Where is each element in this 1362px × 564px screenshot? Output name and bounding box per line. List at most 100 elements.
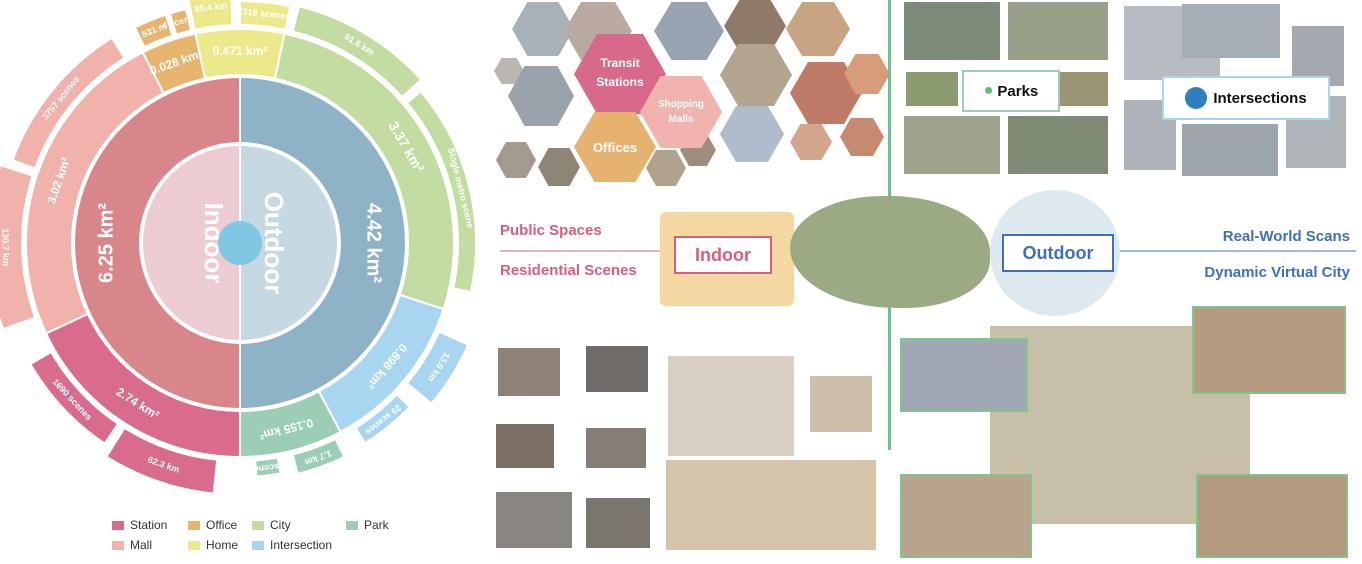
legend-item-mall: Mall [112, 538, 152, 552]
hex-photo [844, 54, 890, 94]
ring1-outdoor [239, 75, 407, 411]
floorplan-scan [498, 348, 560, 396]
legend-item-home: Home [188, 538, 238, 552]
floorplan-scan [496, 424, 554, 468]
legend-label-city: City [270, 518, 291, 532]
ring3-office-5 [168, 7, 193, 36]
hex-offices [574, 112, 656, 182]
street-view [900, 474, 1032, 558]
ring3-home-6 [187, 0, 234, 31]
legend-label-station: Station [130, 518, 168, 532]
room-render [666, 460, 876, 550]
legend-label-intersection: Intersection [270, 538, 333, 552]
floorplan-scan [496, 492, 572, 548]
real-world-scans-label: Real-World Scans [1222, 228, 1350, 245]
ring2-park [239, 389, 342, 459]
ring2-home-label: 0.471 km² [213, 44, 268, 58]
indoor-hex-collage: Transit Stations Shopping Malls Offices [494, 0, 890, 190]
intersection-photo [1182, 4, 1280, 58]
legend-label-park: Park [364, 518, 389, 532]
outdoor-label-box: Outdoor [1002, 234, 1114, 272]
park-photo [904, 116, 1000, 174]
ring1-indoor-label: 6.25 km² [95, 203, 117, 283]
ring-indoor-outdoor: 6.25 km² 4.42 km² [73, 75, 407, 411]
hex-photo [654, 2, 724, 60]
ring3-mall-2 [0, 163, 37, 331]
room-render [668, 356, 794, 456]
legend-swatch-park [346, 520, 358, 530]
legend-swatch-home [188, 540, 200, 550]
hex-photo [538, 148, 580, 186]
outdoor-label: Outdoor [1022, 242, 1094, 263]
park-icon: ● [983, 82, 994, 99]
hex-photo [646, 150, 686, 186]
ring3-intersection-10 [405, 330, 470, 406]
legend-label-mall: Mall [130, 538, 153, 552]
road-icon [1185, 87, 1208, 109]
legend-item-intersection: Intersection [252, 538, 332, 552]
legend-swatch-mall [112, 540, 124, 550]
indoor-connector-line [500, 250, 800, 252]
dynamic-virtual-city-label: Dynamic Virtual City [1204, 264, 1350, 281]
hex-photo [790, 124, 832, 160]
park-photo [1008, 2, 1108, 60]
center-outdoor-label: Outdoor [259, 192, 289, 295]
legend-label-office: Office [206, 518, 238, 532]
ring3-mall-label-2: 130.7 km [0, 228, 11, 266]
parks-label: Parks [997, 82, 1039, 100]
park-photo [906, 72, 958, 106]
street-view [1196, 474, 1348, 558]
floorplan-scan [586, 346, 648, 392]
center-indoor [141, 143, 241, 343]
hex-shopping-malls-label: Shopping Malls [657, 99, 705, 125]
legend-swatch-station [112, 520, 124, 530]
intersection-photo [1182, 124, 1278, 176]
hex-photo [720, 106, 784, 162]
street-view [1192, 306, 1346, 394]
ring3-home-7 [239, 0, 292, 31]
residential-scans-panel [490, 340, 880, 556]
floorplan-scan [586, 428, 646, 468]
ring3-station-0 [105, 426, 219, 495]
legend-item-park: Park [346, 518, 389, 532]
hex-photo [720, 44, 792, 106]
outdoor-connector-line [1110, 250, 1356, 252]
indoor-label-box: Indoor [674, 236, 772, 274]
ring3-home-label-6: 85.4 km [194, 0, 228, 14]
residential-scenes-label: Residential Scenes [500, 262, 637, 279]
legend-swatch-intersection [252, 540, 264, 550]
city-globe-icon [218, 221, 262, 265]
intersections-label-box: Intersections [1162, 76, 1330, 120]
ring3-office-4 [133, 13, 174, 49]
floorplan-scan [586, 498, 650, 548]
indoor-label: Indoor [695, 244, 751, 265]
street-view [900, 338, 1028, 412]
hex-transit-stations-label: Transit Stations [596, 56, 644, 89]
parks-label-box: ● Parks [962, 70, 1060, 112]
legend-swatch-office [188, 520, 200, 530]
ring3-intersection-11 [354, 393, 412, 445]
legend-item-city: City [252, 518, 291, 532]
park-photo [904, 2, 1000, 60]
overview-diagram: Transit Stations Shopping Malls Offices … [490, 0, 1362, 564]
virtual-city-panel [898, 304, 1352, 558]
hex-photo [786, 2, 850, 56]
ring3-park-label-13: 3 scenes [248, 461, 287, 476]
ring3-park-12 [291, 437, 346, 476]
ring3-city-8 [291, 5, 423, 99]
legend-swatch-city [252, 520, 264, 530]
room-render [810, 376, 872, 432]
intersections-panel: Intersections [1120, 0, 1350, 182]
ring3-park-13 [254, 456, 282, 478]
ring1-outdoor-label: 4.42 km² [363, 203, 385, 283]
legend-label-home: Home [206, 538, 239, 552]
park-photo [1008, 116, 1108, 174]
public-spaces-label: Public Spaces [500, 222, 602, 239]
hex-photo [508, 66, 574, 126]
ring3-mall-3 [11, 36, 126, 170]
